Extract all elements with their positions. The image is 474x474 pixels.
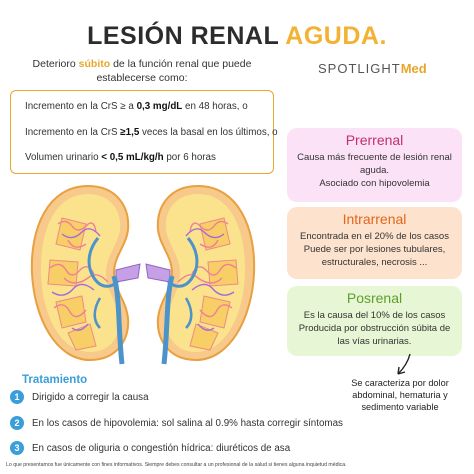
page-title: LESIÓN RENAL AGUDA. bbox=[87, 22, 387, 50]
treatment-title: Tratamiento bbox=[22, 374, 88, 386]
intrarrenal-text: Encontrada en el 20% de los casos Puede … bbox=[300, 231, 449, 268]
criteria-box: Incremento en la CrS ≥ a 0,3 mg/dL en 48… bbox=[10, 90, 278, 174]
step-number-icon: 3 bbox=[10, 441, 24, 455]
criterion-1: Incremento en la CrS ≥ a 0,3 mg/dL en 48… bbox=[25, 101, 248, 112]
posrenal-note: Se caracteriza por dolor abdominal, hema… bbox=[351, 378, 449, 412]
kidneys-illustration bbox=[12, 178, 274, 368]
step-number-icon: 2 bbox=[10, 416, 24, 430]
posrenal-heading: Posrenal bbox=[346, 290, 403, 306]
definition-text: Deterioro súbito de la función renal que… bbox=[32, 58, 252, 84]
prerrenal-card: Prerrenal Causa más frecuente de lesión … bbox=[287, 128, 462, 202]
criterion-3: Volumen urinario < 0,5 mL/kg/h por 6 hor… bbox=[25, 152, 216, 163]
posrenal-card: Posrenal Es la causa del 10% de los caso… bbox=[287, 286, 462, 356]
brand-logo: SPOTLIGHTMed bbox=[318, 61, 427, 76]
intrarrenal-heading: Intrarrenal bbox=[342, 211, 407, 227]
prerrenal-heading: Prerrenal bbox=[345, 132, 404, 148]
intrarrenal-card: Intrarrenal Encontrada en el 20% de los … bbox=[287, 207, 462, 279]
arrow-icon bbox=[397, 353, 411, 375]
posrenal-text: Es la causa del 10% de los casos Produci… bbox=[298, 310, 451, 347]
disclaimer: Lo que presentamos fue únicamente con fi… bbox=[6, 462, 347, 468]
prerrenal-text-1: Causa más frecuente de lesión renal agud… bbox=[297, 152, 452, 176]
step-number-icon: 1 bbox=[10, 390, 24, 404]
criterion-2: Incremento en la CrS ≥1,5 veces la basal… bbox=[25, 127, 278, 138]
prerrenal-text-2: Asociado con hipovolemia bbox=[319, 178, 430, 189]
